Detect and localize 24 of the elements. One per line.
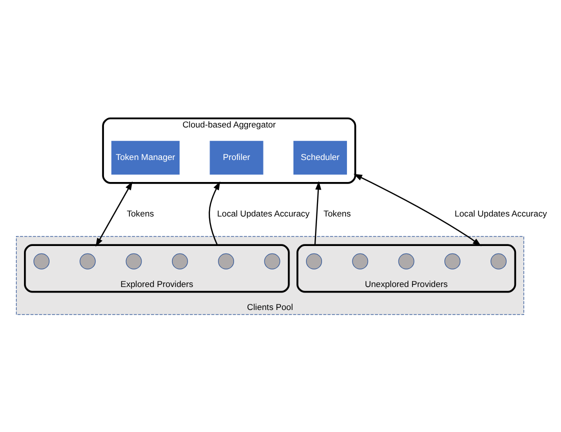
node-box: Scheduler	[293, 140, 347, 174]
edge-label: Tokens	[324, 208, 351, 218]
arrow	[354, 173, 482, 246]
node-circle	[352, 252, 368, 269]
node-box: Token Manager	[111, 140, 180, 174]
node-circle	[80, 252, 96, 269]
node-circle	[264, 252, 280, 269]
node-circle	[172, 252, 188, 269]
arrow	[314, 180, 322, 245]
edge-label: Local Updates Accuracy	[217, 208, 310, 218]
arrow	[96, 180, 132, 246]
node-circle	[444, 252, 460, 269]
node-circle	[398, 252, 414, 269]
arrow	[208, 180, 220, 245]
node-circle	[34, 252, 50, 269]
node-circle	[490, 252, 507, 269]
edge-label: Local Updates Accuracy	[454, 208, 547, 218]
node-circle	[218, 252, 234, 269]
node-box: Profiler	[210, 140, 264, 174]
edge-label: Tokens	[126, 208, 154, 218]
cluster: Explored Providers	[24, 244, 290, 292]
node-circle	[126, 252, 142, 269]
node-circle	[306, 252, 322, 269]
cluster: Unexplored Providers	[296, 244, 516, 292]
